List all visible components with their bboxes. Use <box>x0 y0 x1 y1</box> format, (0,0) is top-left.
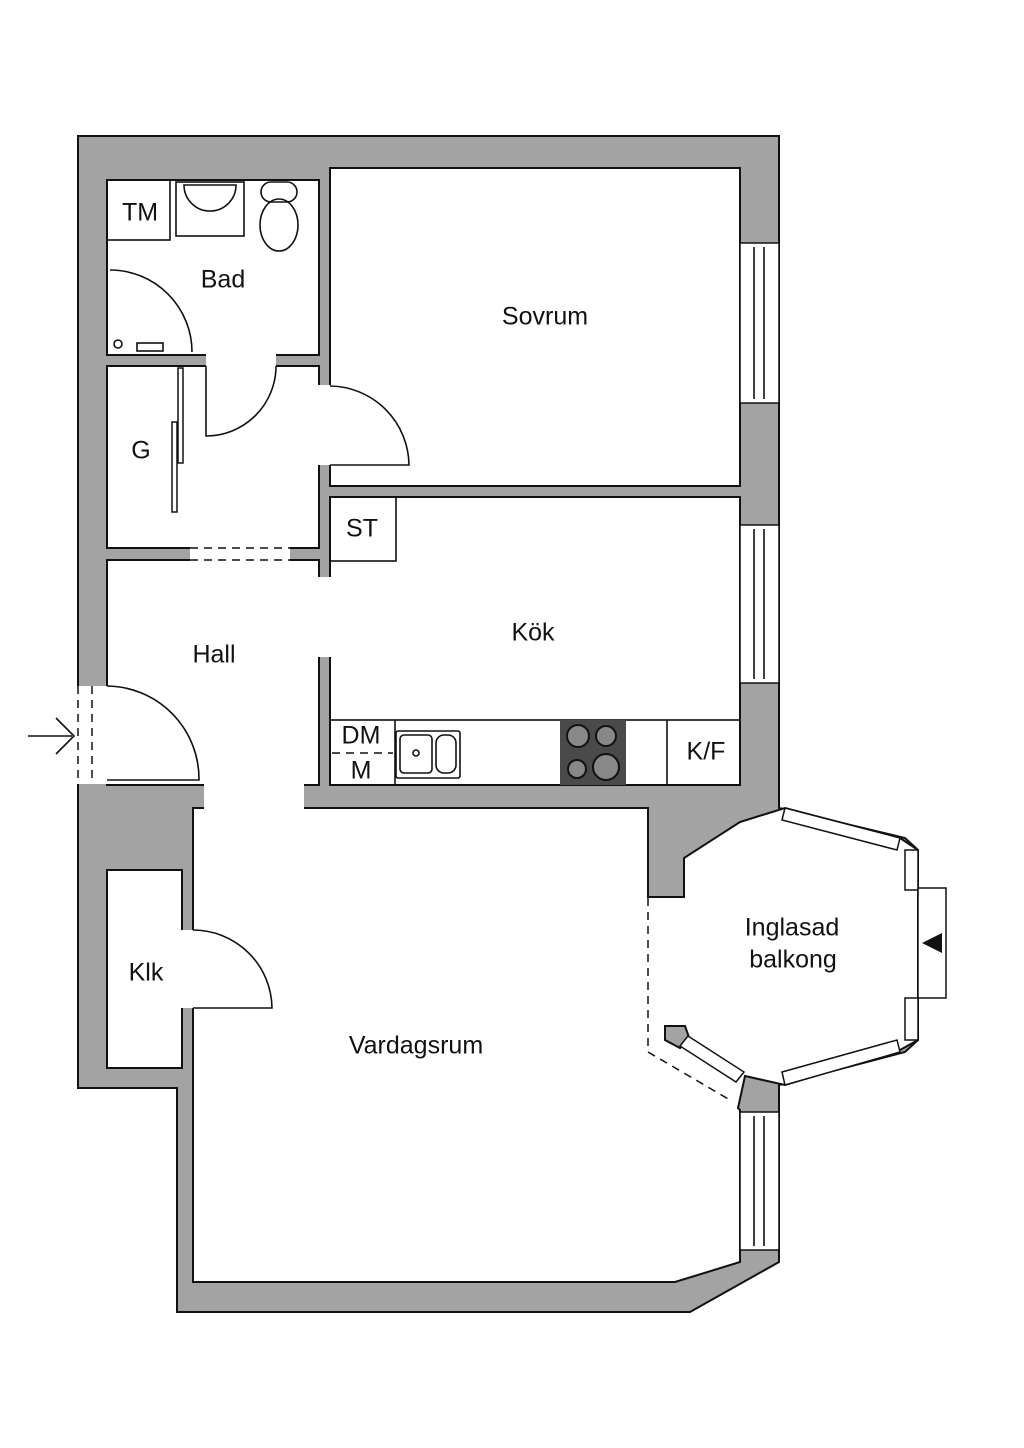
room-vardagsrum-balkong <box>192 806 919 1283</box>
label-sovrum: Sovrum <box>502 303 588 331</box>
sink-icon <box>175 181 245 237</box>
label-balcony-1: Inglasad <box>745 914 840 942</box>
balcony-windows <box>678 807 947 1086</box>
room-bad <box>106 179 320 356</box>
shower-icon <box>109 269 193 353</box>
room-hall <box>106 559 320 786</box>
window-kok <box>739 524 780 684</box>
door-entrance <box>106 685 200 781</box>
kitchen-sink-icon <box>395 730 461 779</box>
kitchen-counter <box>329 719 741 786</box>
label-st: ST <box>346 515 378 543</box>
label-vardagsrum: Vardagsrum <box>349 1032 483 1060</box>
room-kok <box>329 496 741 786</box>
window-vardagsrum <box>739 1111 780 1251</box>
door-sovrum <box>329 385 410 466</box>
label-bad: Bad <box>201 266 245 294</box>
label-balcony-2: balkong <box>749 946 837 974</box>
toilet-icon <box>259 181 299 252</box>
label-tm: TM <box>122 199 158 227</box>
label-kok: Kök <box>511 619 555 647</box>
room-klk <box>106 869 183 1069</box>
label-kf: K/F <box>687 738 726 766</box>
door-bad <box>205 365 277 437</box>
stove-icon <box>560 720 626 785</box>
door-klk <box>192 929 273 1009</box>
g-sliding-doors <box>171 367 184 513</box>
wardrobe-st <box>329 496 397 562</box>
label-dm: DM <box>342 722 381 750</box>
label-m: M <box>351 757 372 785</box>
room-sovrum <box>329 167 741 487</box>
window-sovrum <box>739 242 780 404</box>
label-klk: Klk <box>129 959 164 987</box>
label-hall: Hall <box>192 641 235 669</box>
label-g: G <box>131 437 150 465</box>
entrance-arrow-icon <box>28 717 76 755</box>
